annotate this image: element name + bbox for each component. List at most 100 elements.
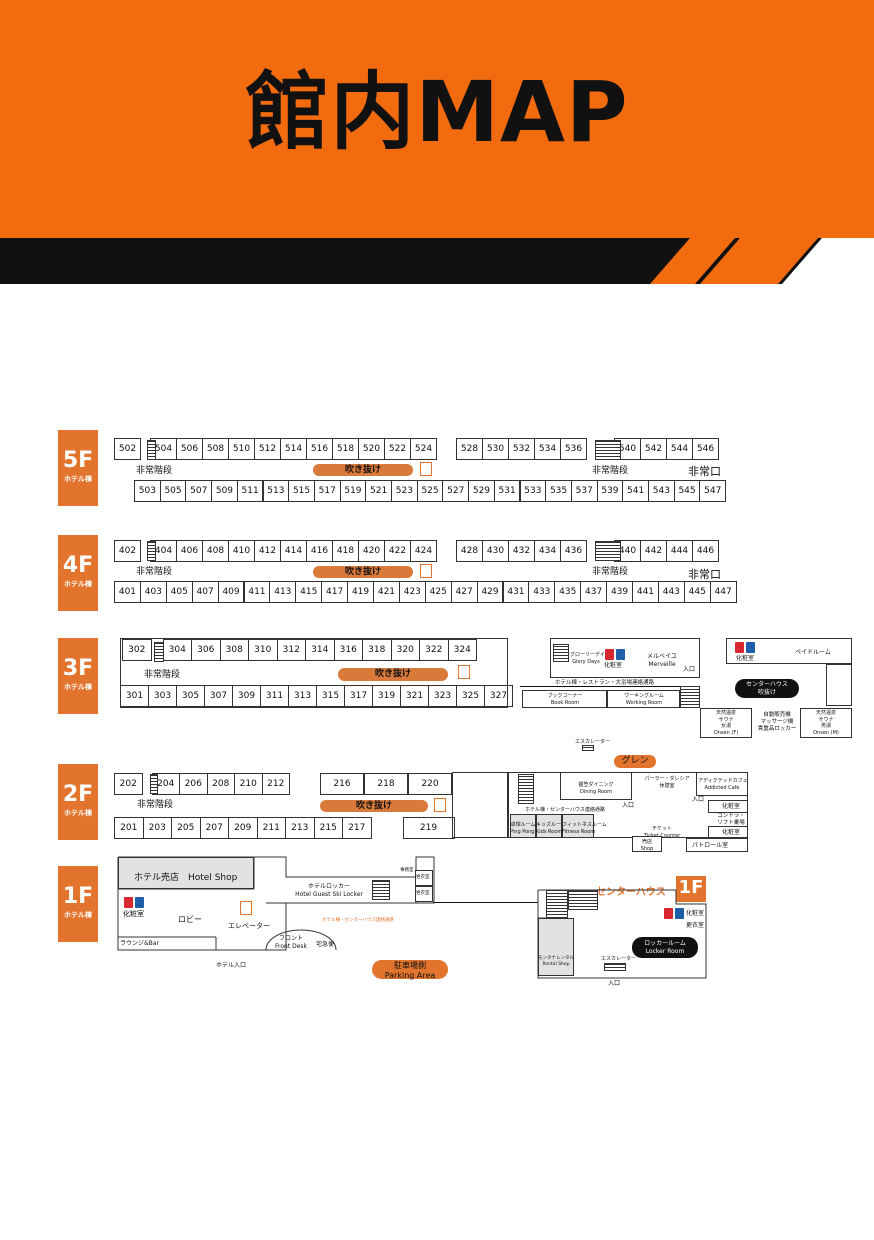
room-518: 518 [332, 438, 359, 460]
floor-badge-3f: 3F ホテル棟 [58, 638, 98, 714]
elevator-icon [434, 798, 446, 812]
emergency-stairs-label-2: 非常階段 [592, 567, 629, 577]
emergency-exit-label: 非常口 [688, 465, 721, 478]
dining-room [560, 772, 632, 800]
room-419: 419 [347, 581, 374, 603]
floor-badge-label: 1F [62, 884, 94, 909]
room-411: 411 [243, 581, 271, 603]
restroom-icon [124, 897, 144, 908]
room-536: 536 [560, 438, 587, 460]
room-506: 506 [176, 438, 203, 460]
stairs-icon [568, 890, 598, 910]
onsen-male [800, 708, 852, 738]
room-421: 421 [373, 581, 400, 603]
room-505: 505 [159, 480, 187, 502]
stairs-icon [372, 880, 390, 900]
room-401: 401 [114, 581, 141, 603]
book-room [522, 690, 607, 708]
room-430: 430 [482, 540, 509, 562]
floor-badge-sub: ホテル棟 [64, 809, 92, 817]
shop-block [632, 836, 662, 852]
room-509: 509 [211, 480, 238, 502]
room-319: 319 [372, 685, 401, 707]
room-403: 403 [139, 581, 167, 603]
powder-room-label-2: 化粧室 [722, 829, 741, 836]
room-202: 202 [114, 773, 143, 795]
room-407: 407 [191, 581, 219, 603]
dressing-room-1 [415, 870, 433, 886]
restroom-icon [664, 908, 684, 919]
powder-room-label-2: 化粧室 [686, 910, 705, 917]
room-442: 442 [640, 540, 667, 562]
room-512: 512 [254, 438, 281, 460]
entrance-label: 入口 [622, 802, 635, 809]
room-441: 441 [632, 581, 659, 603]
emergency-stairs-label: 非常階段 [137, 800, 174, 810]
room-507: 507 [185, 480, 213, 502]
room-217: 217 [342, 817, 372, 839]
stairs-icon [150, 774, 158, 794]
room-405: 405 [165, 581, 193, 603]
room-206: 206 [179, 773, 208, 795]
powder-room-block-2 [708, 826, 748, 838]
fitness-room [562, 814, 594, 838]
room-437: 437 [580, 581, 608, 603]
room-530: 530 [482, 438, 509, 460]
emergency-exit-label: 非常口 [688, 568, 721, 581]
room-539: 539 [596, 480, 624, 502]
room-325: 325 [456, 685, 485, 707]
room-402: 402 [114, 540, 141, 562]
room-215: 215 [313, 817, 343, 839]
elevator-icon [458, 665, 470, 679]
room-427: 427 [450, 581, 478, 603]
center-badge-label: 1F [678, 877, 704, 898]
room-208: 208 [206, 773, 235, 795]
stairs-icon [518, 774, 534, 804]
room-445: 445 [683, 581, 711, 603]
stairs-icon [147, 440, 156, 460]
header-banner [0, 0, 874, 240]
paid-room-label: ペイドルーム [795, 649, 831, 656]
room-205: 205 [171, 817, 201, 839]
floor-badge-4f: 4F ホテル棟 [58, 535, 98, 611]
room-433: 433 [528, 581, 556, 603]
parlor-label: パーラー・ダレシア休憩室 [644, 776, 690, 789]
powder-room-label: 化粧室 [123, 910, 144, 918]
floor-badge-sub: ホテル棟 [64, 580, 92, 588]
room-515: 515 [288, 480, 315, 502]
gondola-label: ゴンドラ・リフト乗場 [717, 813, 745, 827]
stairs-icon [553, 644, 569, 662]
room-547: 547 [699, 480, 727, 502]
room-303: 303 [148, 685, 177, 707]
room-529: 529 [468, 480, 495, 502]
working-room [607, 690, 680, 708]
atrium-void: 吹き抜け [313, 464, 413, 476]
room-219: 219 [402, 817, 455, 839]
room-446: 446 [692, 540, 719, 562]
room-422: 422 [384, 540, 411, 562]
restaurant-block [550, 638, 700, 678]
escalator-icon [604, 963, 626, 971]
room-431: 431 [502, 581, 530, 603]
room-444: 444 [666, 540, 693, 562]
entrance-label-2: 入口 [692, 796, 705, 803]
floor-badge-sub: ホテル棟 [64, 475, 92, 483]
room-414: 414 [280, 540, 307, 562]
page-title: 館内MAP [245, 63, 629, 161]
hotel-entrance-label: ホテル入口 [216, 962, 247, 969]
room-201: 201 [114, 817, 144, 839]
room-543: 543 [648, 480, 675, 502]
hotel-shop-label: ホテル売店 Hotel Shop [134, 873, 238, 883]
emergency-stairs-label: 非常階段 [136, 567, 173, 577]
room-423: 423 [398, 581, 426, 603]
room-409: 409 [217, 581, 245, 603]
header-stripe [0, 238, 874, 284]
room-533: 533 [519, 480, 547, 502]
